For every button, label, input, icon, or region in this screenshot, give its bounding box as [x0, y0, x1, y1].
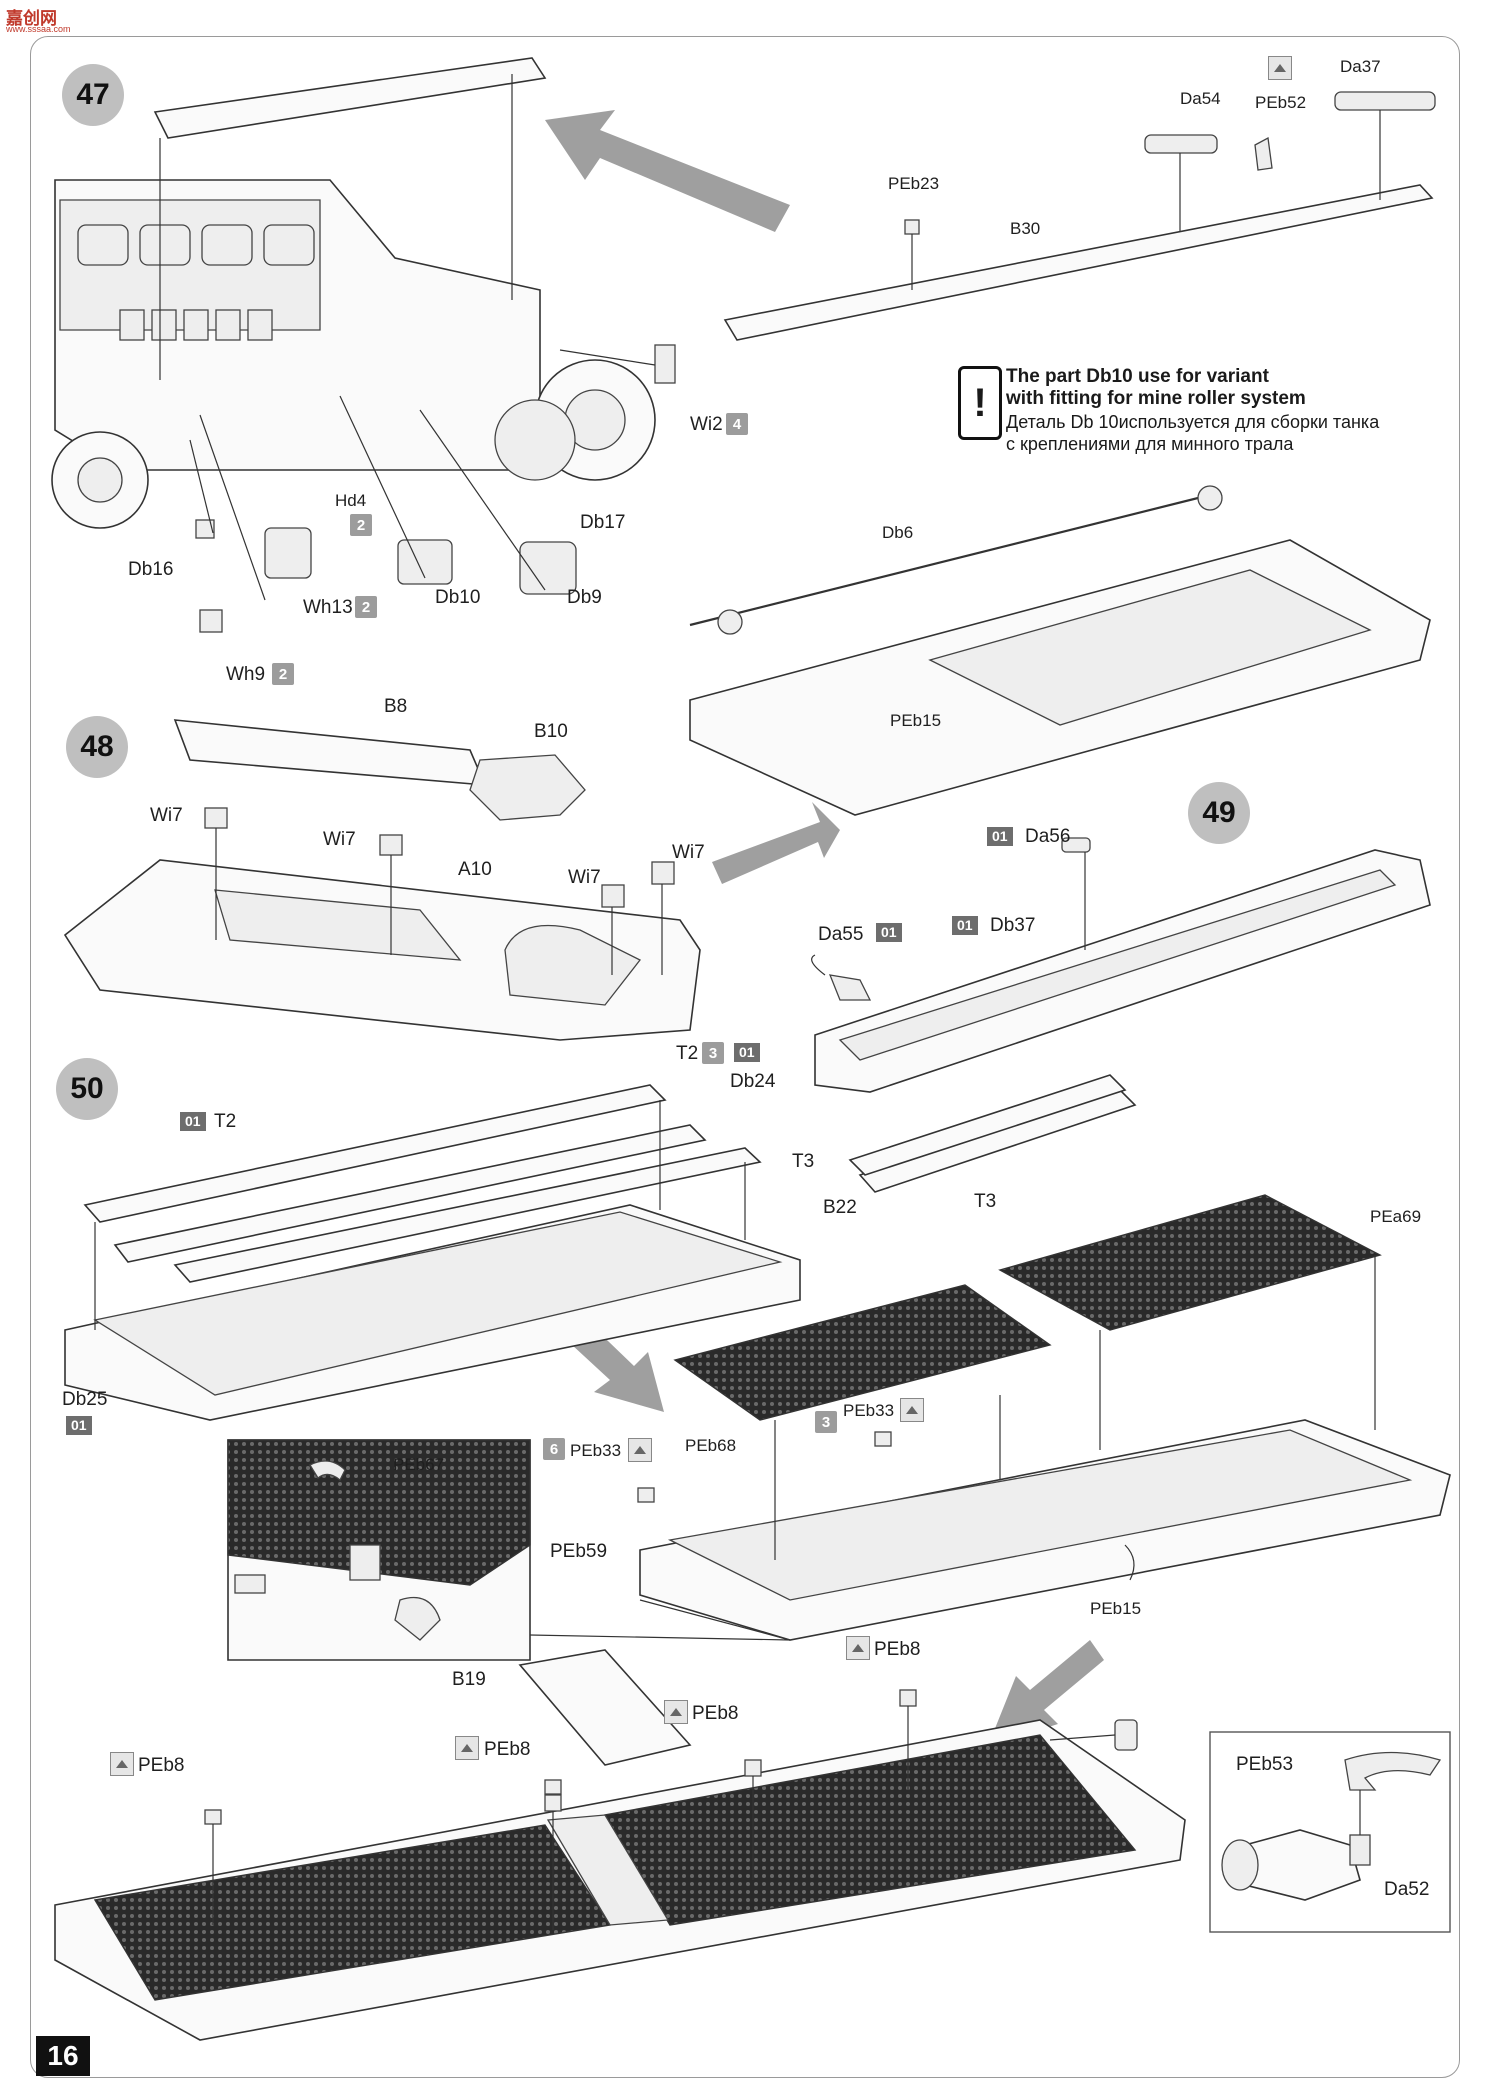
- label-peb15-b: PEb15: [1090, 1599, 1142, 1618]
- label-wh9: Wh9: [226, 664, 266, 685]
- label-peb8-d: PEb8: [138, 1755, 185, 1776]
- qty-t2: 3: [702, 1042, 724, 1064]
- label-b19: B19: [452, 1669, 486, 1690]
- label-t3-a: T3: [792, 1151, 815, 1172]
- label-peb68: PEb68: [685, 1436, 737, 1455]
- label-t2-a: T2: [214, 1111, 237, 1132]
- label-da52: Da52: [1384, 1879, 1430, 1900]
- sprue-badge-da55: 01: [876, 923, 902, 943]
- qty-wh9: 2: [272, 663, 294, 685]
- step-50-number: 50: [56, 1058, 118, 1120]
- step50-drawing: [64, 1084, 801, 1421]
- sprue-badge-t2-b: 01: [734, 1043, 760, 1063]
- note-line2-ru: с креплениями для минного трала: [1006, 434, 1294, 454]
- label-da37: Da37: [1340, 57, 1381, 76]
- label-wi7-a: Wi7: [150, 805, 183, 826]
- label-peb67: PEb67: [393, 1455, 445, 1474]
- engine-deck-detail: [77, 224, 315, 341]
- db6-floor-plate-drawing: [689, 485, 1431, 816]
- page-frame: [30, 36, 1460, 2078]
- label-peb8-a: PEb8: [874, 1639, 921, 1660]
- direction-arrow-final: [988, 1640, 1104, 1746]
- note-line1-ru: Деталь Db 10используется для сборки танк…: [1006, 412, 1380, 432]
- step-48-number: 48: [66, 716, 128, 778]
- label-hd4: Hd4: [335, 491, 367, 510]
- da52-inset: [1209, 1731, 1451, 1933]
- label-da55: Da55: [818, 924, 864, 945]
- label-wh13: Wh13: [303, 597, 353, 618]
- label-wi7-c: Wi7: [568, 867, 601, 888]
- label-wi2: Wi2: [690, 414, 723, 435]
- sprue-badge-db25: 01: [66, 1416, 92, 1436]
- step48-drawing: [63, 719, 701, 1041]
- label-a10: A10: [458, 859, 492, 880]
- photo-etch-icon-peb8-d: [110, 1752, 134, 1776]
- label-b10: B10: [534, 721, 568, 742]
- label-peb15-a: PEb15: [890, 711, 942, 730]
- photo-etch-icon-peb8-b: [664, 1700, 688, 1724]
- step47-rail-drawing: [723, 91, 1436, 341]
- photo-etch-icon-peb52: [1268, 56, 1292, 80]
- label-db10: Db10: [435, 587, 481, 608]
- sprue-badge-t2-a: 01: [180, 1112, 206, 1132]
- label-db17: Db17: [580, 512, 626, 533]
- label-wi7-d: Wi7: [672, 842, 705, 863]
- direction-arrow-step47: [545, 110, 790, 232]
- exclamation-icon: !: [958, 366, 1002, 440]
- qty-hd4: 2: [350, 514, 372, 536]
- qty-wi2: 4: [726, 413, 748, 435]
- publisher-url: www.sssaa.com: [6, 24, 71, 34]
- note-line2-en: with fitting for mine roller system: [1006, 388, 1306, 409]
- photo-etch-icon-peb8-c: [455, 1736, 479, 1760]
- photo-etch-icon-peb8-a: [846, 1636, 870, 1660]
- qty-peb33-b: 3: [815, 1411, 837, 1433]
- label-b22: B22: [823, 1197, 857, 1218]
- label-peb33-a: PEb33: [570, 1441, 622, 1460]
- step49-drawing: [811, 837, 1431, 1193]
- label-pea69: PEa69: [1370, 1207, 1422, 1226]
- publisher-logo: 嘉创网: [6, 9, 57, 28]
- label-peb53: PEb53: [1236, 1754, 1294, 1775]
- sprue-badge-db37: 01: [952, 916, 978, 936]
- label-da56: Da56: [1025, 826, 1071, 847]
- label-db16: Db16: [128, 559, 174, 580]
- bottom-hull-drawing: [54, 1649, 1186, 2041]
- mesh-assembly-drawing: [637, 1194, 1451, 1641]
- label-b30: B30: [1010, 219, 1041, 238]
- step47-hull-drawing: [51, 57, 676, 633]
- label-db25: Db25: [62, 1389, 108, 1410]
- note-line1-en: The part Db10 use for variant: [1006, 366, 1269, 387]
- photo-etch-icon-peb33-b: [900, 1398, 924, 1422]
- label-peb52: PEb52: [1255, 93, 1307, 112]
- label-peb23: PEb23: [888, 174, 940, 193]
- label-peb8-b: PEb8: [692, 1703, 739, 1724]
- label-t2-b: T2: [676, 1043, 699, 1064]
- step-49-number: 49: [1188, 782, 1250, 844]
- label-t3-b: T3: [974, 1191, 997, 1212]
- photo-etch-icon-peb33-a: [628, 1438, 652, 1462]
- label-da54: Da54: [1180, 89, 1221, 108]
- label-db24: Db24: [730, 1071, 776, 1092]
- peb67-inset: [227, 1439, 791, 1661]
- page-number: 16: [36, 2036, 90, 2076]
- qty-peb33-a: 6: [543, 1438, 565, 1460]
- qty-wh13: 2: [355, 596, 377, 618]
- label-db9: Db9: [567, 587, 602, 608]
- label-peb33-b: PEb33: [843, 1401, 895, 1420]
- label-db6: Db6: [882, 523, 914, 542]
- step-47-number: 47: [62, 64, 124, 126]
- label-peb8-c: PEb8: [484, 1739, 531, 1760]
- label-wi7-b: Wi7: [323, 829, 356, 850]
- label-peb59: PEb59: [550, 1541, 608, 1562]
- label-b8: B8: [384, 696, 408, 717]
- direction-arrow-step48: [712, 802, 840, 884]
- label-db37: Db37: [990, 915, 1036, 936]
- sprue-badge-da56: 01: [987, 827, 1013, 847]
